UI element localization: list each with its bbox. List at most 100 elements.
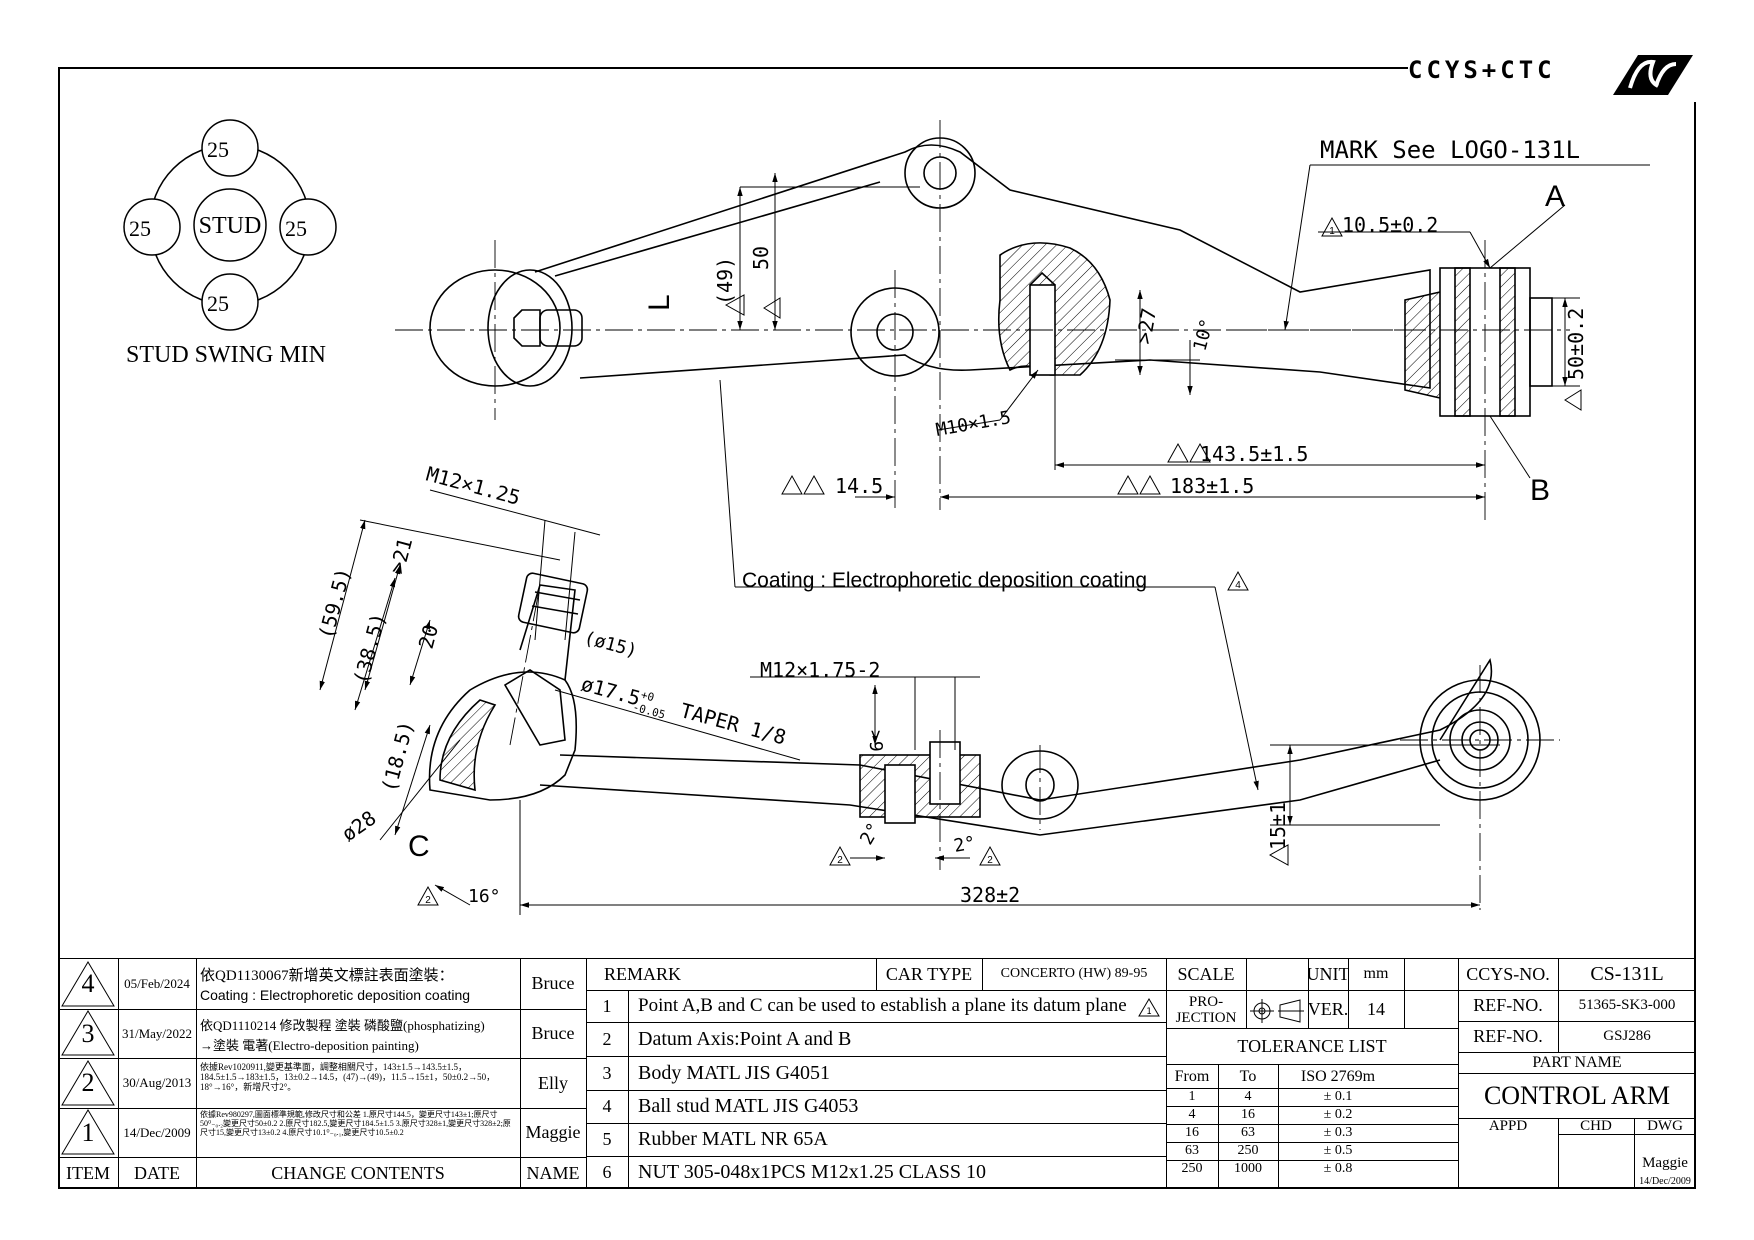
tolerance-from: 4 (1188, 1107, 1196, 1122)
dim-50: 50 (749, 246, 773, 270)
revision-change: Coating : Electrophoretic deposition coa… (200, 987, 471, 1003)
dim-50-02: 50±0.2 (1564, 308, 1588, 380)
revision-change: →塗裝 電著(Electro-deposition painting) (200, 1037, 419, 1053)
tolerance-iso-header: ISO 2769m (1300, 1068, 1376, 1085)
tolerance-from: 16 (1185, 1125, 1199, 1140)
third-angle-projection-icon (1250, 999, 1304, 1023)
remark-no: 4 (602, 1096, 612, 1116)
rev-marker-2: 2 (987, 855, 993, 866)
car-type-label: CAR TYPE (885, 963, 973, 984)
dim-328: 328±2 (960, 883, 1020, 907)
remark-header: REMARK (604, 963, 682, 984)
dim-20: 20 (414, 622, 443, 651)
revision-name: Elly (538, 1072, 568, 1093)
revision-name: Bruce (531, 973, 575, 993)
mark-note: MARK See LOGO-131L (1320, 136, 1580, 164)
dim-16-deg: 16° (468, 886, 501, 907)
ref-no-value: GSJ286 (1603, 1028, 1651, 1044)
stud-swing-center: STUD (199, 213, 262, 239)
ref-no-label: REF-NO. (1473, 995, 1543, 1015)
datum-label-c: C (408, 830, 430, 863)
drawing-frame (58, 67, 1696, 1189)
dim-183: 183±1.5 (1170, 474, 1254, 498)
tolerance-value: ± 0.8 (1323, 1161, 1353, 1176)
revision-change: 依據Rev1020911,變更基準面，調整相關尺寸，143±1.5→143.5±… (200, 1062, 496, 1092)
tolerance-value: ± 0.3 (1323, 1125, 1353, 1140)
stud-swing-diagram (123, 119, 337, 331)
revision-item: 3 (81, 1018, 95, 1048)
dim-59-5: (59.5) (314, 565, 356, 641)
technical-drawing: STUD 25 25 25 25 STUD SWING MIN (123, 119, 1650, 915)
revision-change: 依據Rev980297,圖面標準規範,修改尺寸和公差 1.原尺寸144.5，變更… (200, 1110, 511, 1137)
control-arm-top-view (429, 137, 1553, 417)
datum-label-a: A (1545, 180, 1565, 213)
revision-name: Bruce (531, 1023, 575, 1043)
revision-name: Maggie (525, 1122, 581, 1142)
remark-text: NUT 305-048x1PCS M12x1.25 CLASS 10 (638, 1161, 987, 1183)
dimension-lines-top (737, 164, 1650, 500)
remark-text: Rubber MATL NR 65A (638, 1128, 828, 1150)
rev-marker-4: 4 (1235, 580, 1241, 591)
tolerance-from-header: From (1174, 1068, 1210, 1085)
logo-emblem-icon (1613, 55, 1693, 95)
ref-no-value: 51365-SK3-000 (1578, 997, 1676, 1013)
tolerance-title: TOLERANCE LIST (1237, 1035, 1387, 1056)
tolerance-value: ± 0.5 (1323, 1143, 1353, 1158)
ref-no-label: REF-NO. (1473, 1026, 1543, 1046)
tolerance-to: 16 (1241, 1107, 1255, 1122)
revision-item: 4 (81, 968, 95, 998)
dim-9: >9 (865, 730, 886, 752)
projection-label: PRO- (1188, 994, 1224, 1010)
rev-marker-2: 2 (425, 895, 431, 906)
dim-10-deg: 10° (1190, 316, 1219, 353)
scale-label: SCALE (1177, 963, 1235, 984)
appd-label: APPD (1488, 1118, 1528, 1134)
datum-label-b: B (1530, 474, 1550, 507)
ver-value: 14 (1367, 998, 1385, 1019)
dim-15: 15±1 (1266, 802, 1290, 850)
side-label-l: L (643, 294, 676, 311)
tolerance-from: 250 (1181, 1161, 1203, 1176)
revision-change: 依QD1130067新增英文標註表面塗裝： (200, 967, 454, 984)
ccys-no-value: CS-131L (1590, 962, 1664, 985)
tolerance-value: ± 0.1 (1323, 1089, 1353, 1104)
revision-item: 1 (81, 1117, 95, 1147)
stud-swing-title: STUD SWING MIN (126, 342, 326, 368)
dim-phi28: ø28 (337, 806, 380, 846)
tolerance-to: 250 (1237, 1143, 1259, 1158)
dim-m12-125: M12×1.25 (424, 462, 523, 510)
revision-date: 14/Dec/2009 (123, 1124, 191, 1140)
remark-no: 1 (602, 995, 612, 1016)
dim-21: >21 (385, 535, 418, 576)
tolerance-value: ± 0.2 (1323, 1107, 1353, 1122)
dwg-date: 14/Dec/2009 (1639, 1175, 1691, 1187)
tolerance-to: 4 (1244, 1089, 1252, 1104)
brand-logo: CCYS+CTC (1408, 48, 1698, 102)
dimension-lines-side (319, 379, 1500, 915)
dim-10-5: 10.5±0.2 (1342, 213, 1438, 237)
centerlines-side (509, 584, 1560, 910)
revision-triangles (61, 961, 115, 1155)
tolerance-to-header: To (1239, 1068, 1257, 1085)
dim-49: (49) (713, 257, 737, 305)
revision-date: 05/Feb/2024 (124, 975, 190, 991)
tolerance-to: 63 (1241, 1125, 1255, 1140)
tolerance-to: 1000 (1234, 1161, 1262, 1176)
remark-text: Body MATL JIS G4051 (638, 1061, 831, 1084)
ccys-no-label: CCYS-NO. (1466, 963, 1550, 984)
ver-label: VER. (1308, 998, 1348, 1019)
title-block: 4 05/Feb/2024 依QD1130067新增英文標註表面塗裝： Coat… (58, 958, 1696, 1189)
dim-phi15: (ø15) (582, 628, 640, 662)
dim-38-5: (38.5) (349, 610, 391, 686)
brand-logo-text: CCYS+CTC (1408, 56, 1556, 84)
stud-swing-angle: 25 (207, 291, 229, 316)
control-arm-side-view (428, 572, 1541, 836)
revision-date: 30/Aug/2013 (122, 1075, 192, 1090)
revision-date: 31/May/2022 (121, 1025, 193, 1041)
dim-2-deg-right: 2° (952, 832, 977, 856)
remark-no: 5 (602, 1129, 612, 1149)
car-type-value: CONCERTO (HW) 89-95 (1000, 966, 1148, 981)
header-change: CHANGE CONTENTS (271, 1162, 445, 1183)
dim-m12-175: M12×1.75-2 (760, 658, 880, 682)
dwg-name: Maggie (1642, 1154, 1688, 1171)
